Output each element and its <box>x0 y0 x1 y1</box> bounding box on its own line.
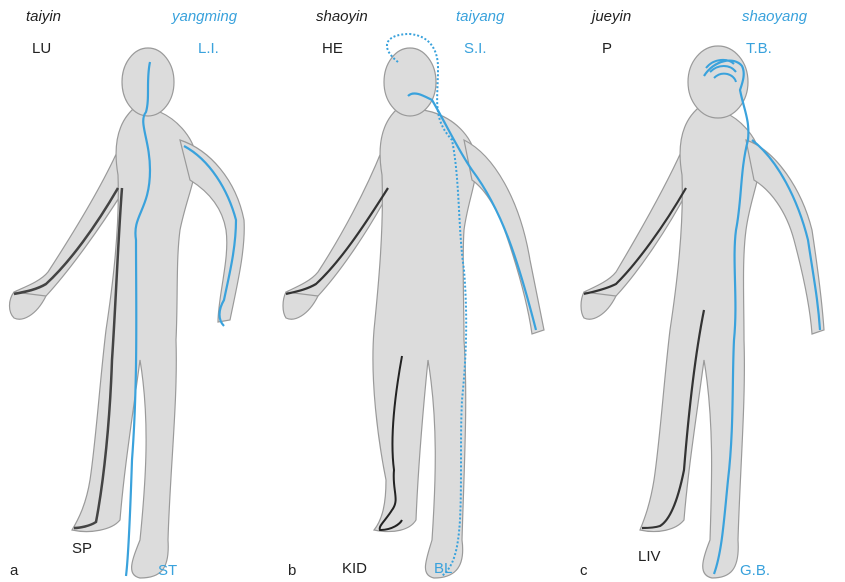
panel-a: taiyin yangming LU L.I. SP ST a <box>0 0 281 582</box>
panel-letter-a: a <box>10 562 18 579</box>
yang-upper-c: T.B. <box>746 40 772 58</box>
yin-name-b: shaoyin <box>316 8 368 26</box>
yang-name-c: shaoyang <box>742 8 807 26</box>
panel-b: shaoyin taiyang HE S.I. KID BL b <box>282 0 563 582</box>
yang-upper-a: L.I. <box>198 40 219 58</box>
yin-lower-b: KID <box>342 560 367 578</box>
yang-lower-b: BL <box>434 560 452 578</box>
yin-name-a: taiyin <box>26 8 61 26</box>
body-figure-b <box>282 0 563 582</box>
panel-c: jueyin shaoyang P T.B. LIV G.B. c <box>564 0 845 582</box>
yin-lower-c: LIV <box>638 548 661 566</box>
body-figure-c <box>564 0 845 582</box>
body-figure-a <box>0 0 281 582</box>
panel-letter-c: c <box>580 562 588 579</box>
yang-lower-c: G.B. <box>740 562 770 580</box>
yin-upper-c: P <box>602 40 612 58</box>
yin-upper-b: HE <box>322 40 343 58</box>
yang-upper-b: S.I. <box>464 40 487 58</box>
yang-name-b: taiyang <box>456 8 504 26</box>
panel-letter-b: b <box>288 562 296 579</box>
yin-lower-a: SP <box>72 540 92 558</box>
yin-name-c: jueyin <box>592 8 631 26</box>
yin-upper-a: LU <box>32 40 51 58</box>
yang-lower-a: ST <box>158 562 177 580</box>
yang-name-a: yangming <box>172 8 237 26</box>
